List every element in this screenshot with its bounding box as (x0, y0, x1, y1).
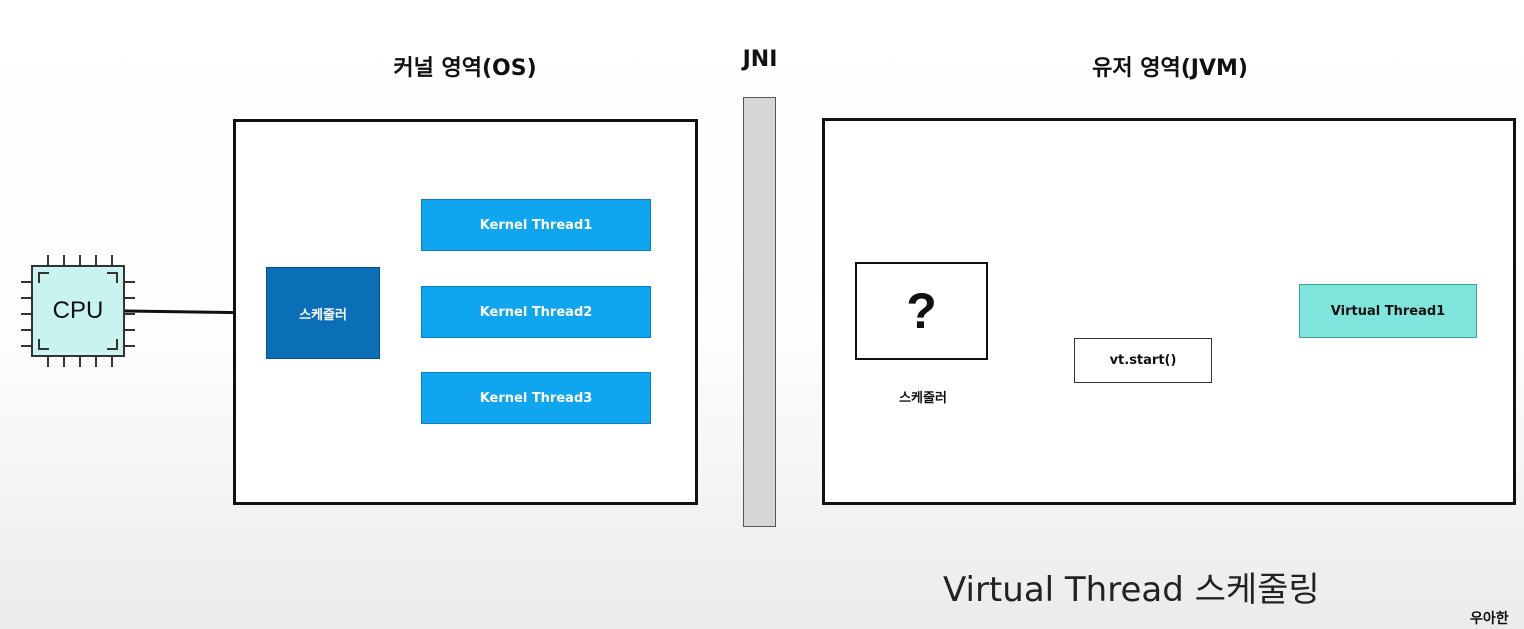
kernel-scheduler-box: 스케줄러 (266, 267, 380, 359)
question-mark-symbol: ? (906, 283, 937, 339)
vt-start-call-label: vt.start() (1109, 353, 1177, 368)
kernel-thread-label: Kernel Thread3 (479, 390, 593, 406)
kernel-thread-label: Kernel Thread2 (479, 304, 593, 320)
kernel-thread-label: Kernel Thread1 (479, 217, 593, 233)
cpu-label: CPU (52, 297, 104, 324)
cpu-corner-marks (38, 272, 118, 350)
user-area-heading: 유저 영역(JVM) (1092, 56, 1248, 81)
unknown-scheduler-box: ? (855, 262, 988, 360)
user-scheduler-label: 스케줄러 (899, 391, 947, 406)
jni-heading: JNI (742, 47, 778, 72)
kernel-area-heading: 커널 영역(OS) (393, 56, 537, 81)
kernel-thread-box: Kernel Thread3 (421, 372, 651, 424)
jni-bar (743, 97, 776, 527)
cpu-box: CPU (31, 265, 125, 357)
slide-caption: Virtual Thread 스케줄링 (943, 570, 1320, 610)
kernel-thread-box: Kernel Thread1 (421, 199, 651, 251)
kernel-scheduler-label: 스케줄러 (299, 307, 347, 323)
virtual-thread-box: Virtual Thread1 (1299, 284, 1477, 338)
virtual-thread-label: Virtual Thread1 (1330, 303, 1446, 319)
kernel-thread-box: Kernel Thread2 (421, 286, 651, 338)
watermark: 우아한 (1470, 611, 1509, 627)
vt-start-call-box: vt.start() (1074, 338, 1212, 383)
cpu-chip-icon (21, 255, 135, 367)
